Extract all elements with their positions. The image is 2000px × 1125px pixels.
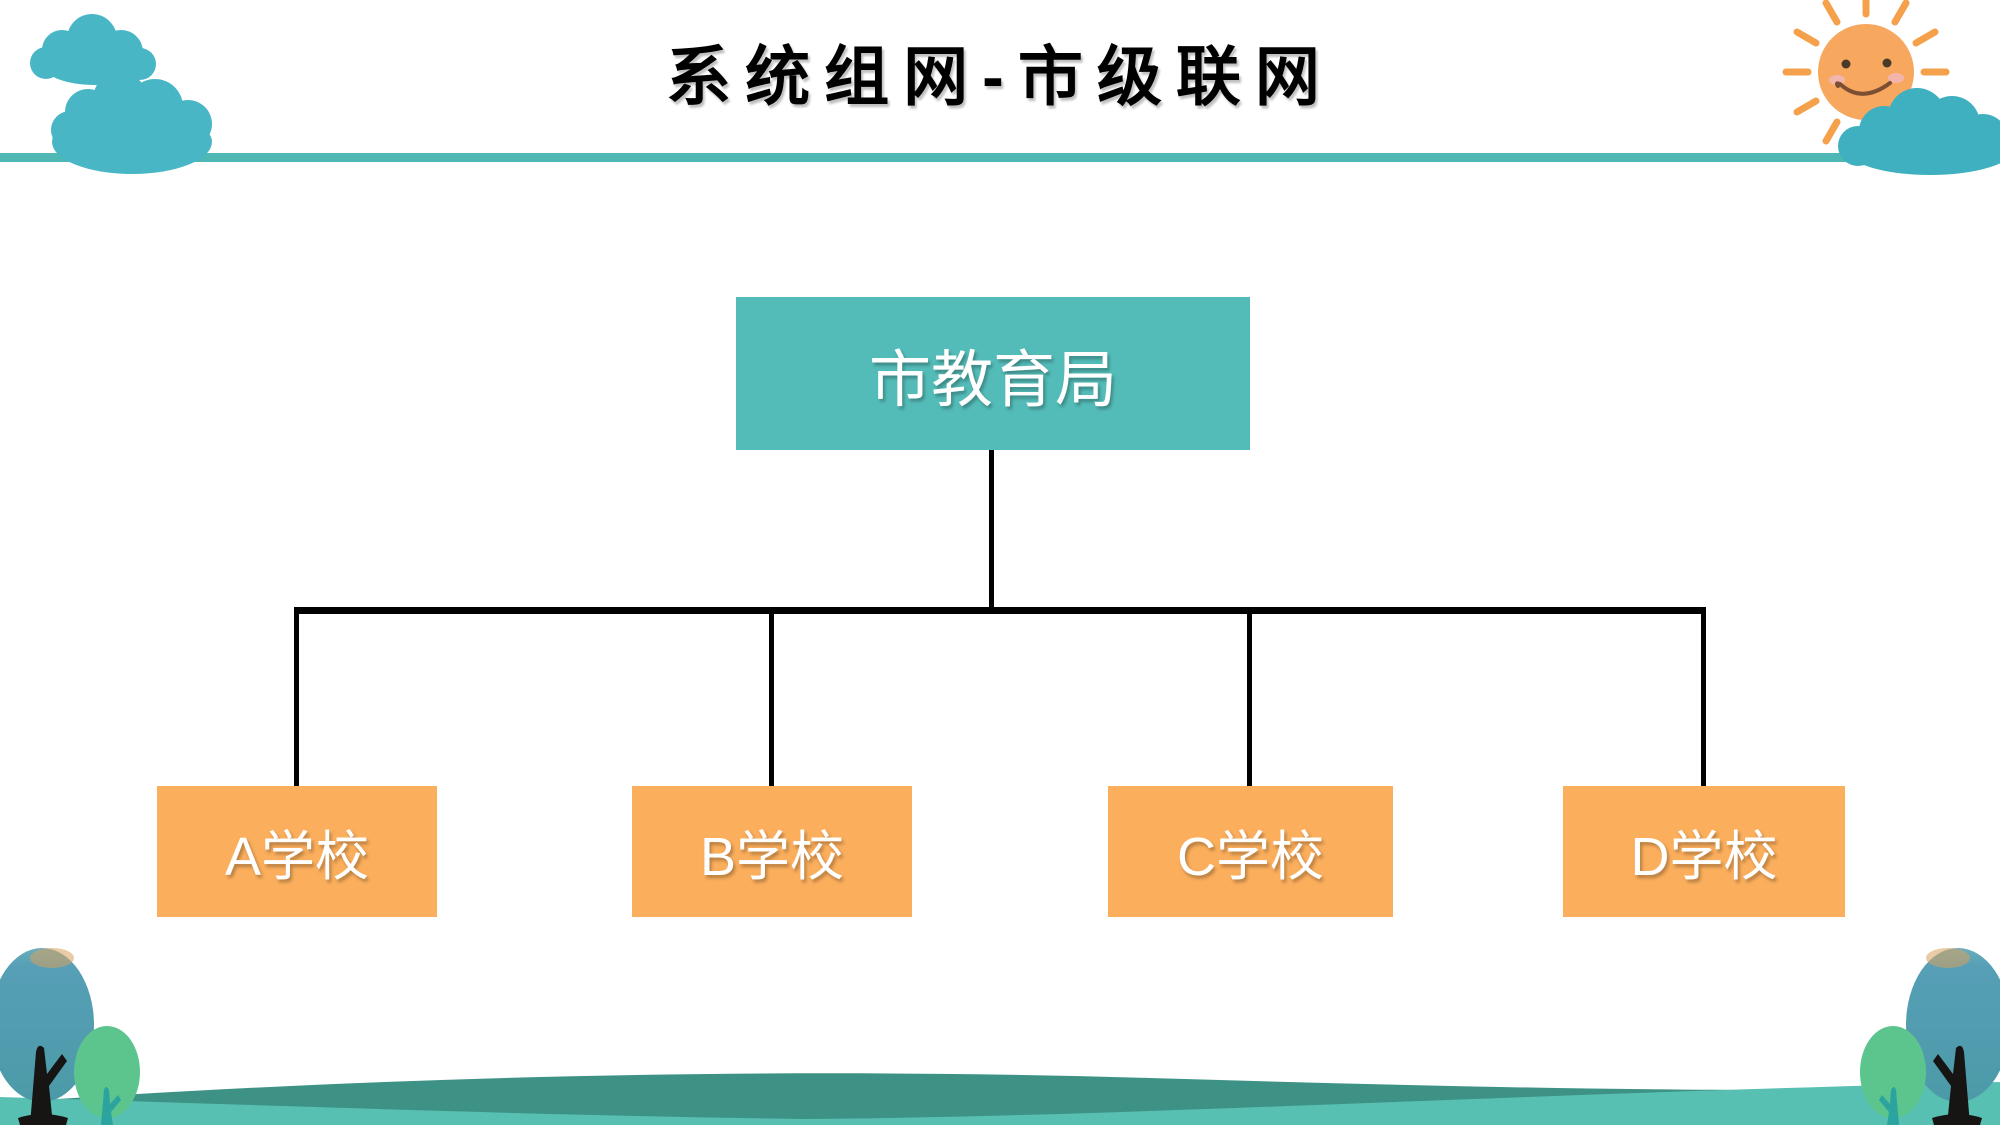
- root-node-label: 市教育局: [868, 345, 1117, 415]
- trees-right-icon: [1860, 948, 2000, 1125]
- connector-drop-a: [294, 610, 299, 788]
- school-node-label: B学校: [699, 827, 845, 887]
- connector-drop-d: [1701, 610, 1706, 788]
- root-node-education-bureau: 市教育局: [736, 297, 1250, 450]
- school-node-a: A学校: [157, 786, 437, 917]
- connector-drop-c: [1247, 610, 1252, 788]
- connector-root-vertical: [989, 450, 994, 610]
- school-node-label: D学校: [1630, 827, 1778, 887]
- slide-title: 系统组网-市级联网: [666, 40, 1334, 113]
- school-node-b: B学校: [632, 786, 912, 917]
- school-node-d: D学校: [1563, 786, 1845, 917]
- connector-horizontal: [294, 607, 1706, 614]
- connector-drop-b: [769, 610, 774, 788]
- header-divider: [0, 153, 2000, 162]
- trees-left-icon: [0, 948, 140, 1125]
- school-node-label: C学校: [1177, 827, 1324, 887]
- hills-graphic: [0, 1073, 2000, 1125]
- school-node-c: C学校: [1108, 786, 1393, 917]
- school-node-label: A学校: [224, 827, 370, 887]
